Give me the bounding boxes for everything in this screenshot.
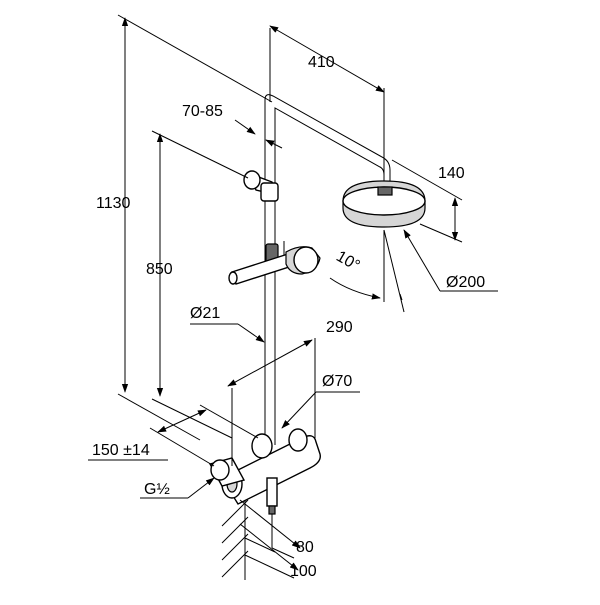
head-projection-label: 410	[308, 54, 335, 71]
dimension-slider-spacing	[234, 119, 283, 149]
dimension-mixer-length	[227, 338, 316, 466]
dimension-head-diameter	[403, 229, 498, 292]
riser-pipe	[264, 28, 276, 445]
overhead-shower-head	[342, 180, 426, 228]
head-diameter-label: Ø200	[446, 274, 485, 291]
slider-spacing-label: 70-85	[182, 103, 223, 120]
head-drop-label: 140	[438, 165, 465, 182]
mixer-length-label: 290	[326, 319, 353, 336]
tilt-angle-label: 10°	[333, 248, 362, 275]
dimension-total-height	[117, 14, 273, 441]
wall	[221, 495, 249, 580]
hand-shower	[228, 241, 321, 285]
dimension-wall-distance	[239, 499, 301, 579]
dimension-head-projection	[269, 25, 385, 180]
wall-to-centre-label: 80	[296, 539, 314, 556]
connection-centres-label: 150 ±14	[92, 442, 150, 459]
thermostat-mixer	[208, 428, 321, 505]
dimension-mixer-diameter	[281, 391, 360, 429]
bar-height-label: 850	[146, 261, 173, 278]
dimension-thread	[140, 477, 215, 499]
dimension-tilt-angle	[329, 229, 405, 313]
mixer-diameter-label: Ø70	[322, 373, 352, 390]
upper-wall-bracket	[243, 170, 279, 202]
wall-to-front-label: 100	[290, 563, 317, 580]
total-height-label: 1130	[96, 195, 131, 212]
pipe-diameter-label: Ø21	[190, 305, 220, 322]
dimension-connection-centres	[88, 404, 259, 467]
thread-label: G½	[144, 481, 170, 498]
outlet-spout	[266, 477, 278, 548]
dimension-pipe-diameter	[190, 323, 265, 343]
overhead-shower-arm	[264, 94, 391, 188]
dimension-head-drop	[391, 159, 463, 243]
